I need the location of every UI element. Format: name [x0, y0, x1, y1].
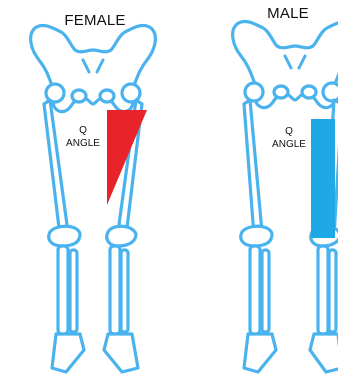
female-angle-label-angle: ANGLE [66, 138, 100, 149]
male-left-leg-icon [241, 83, 276, 372]
female-panel: FEMALE Q ANGLE [31, 12, 156, 372]
male-title: MALE [267, 5, 309, 22]
male-angle-label-angle: ANGLE [272, 139, 306, 150]
male-panel: MALE Q ANGLE [233, 5, 338, 372]
male-angle-label-q: Q [285, 126, 293, 137]
female-angle-label-q: Q [79, 125, 87, 136]
male-q-angle-wedge [311, 119, 335, 238]
female-title: FEMALE [64, 12, 125, 29]
female-left-leg-icon [44, 84, 84, 372]
